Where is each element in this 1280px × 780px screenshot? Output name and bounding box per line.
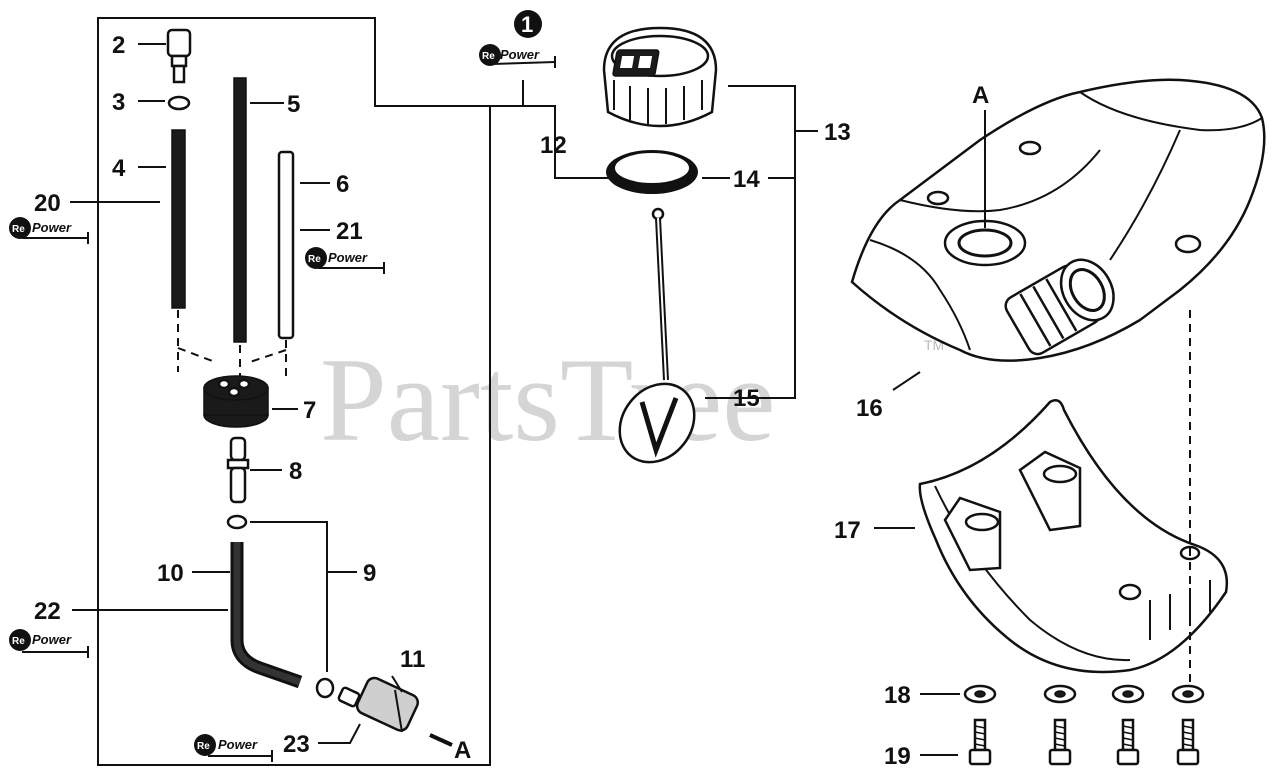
- label-4[interactable]: 4: [112, 155, 126, 182]
- callout-23: [318, 723, 361, 744]
- marker-a-tank: A: [972, 82, 989, 109]
- callout-13-bracket: [705, 85, 796, 399]
- svg-text:Re: Re: [12, 224, 25, 235]
- label-21[interactable]: 21: [336, 218, 363, 245]
- part-18-washers[interactable]: [963, 684, 1205, 704]
- part-8-fitting[interactable]: [226, 436, 250, 504]
- svg-text:Re: Re: [12, 636, 25, 647]
- label-8[interactable]: 8: [289, 458, 302, 485]
- svg-text:Power: Power: [218, 737, 258, 752]
- part-3-o-ring[interactable]: [167, 95, 191, 111]
- repower-logo-3[interactable]: Re Power: [305, 247, 385, 274]
- label-9[interactable]: 9: [363, 560, 376, 587]
- part-13-fuel-cap[interactable]: [602, 26, 718, 128]
- label-13[interactable]: 13: [824, 119, 851, 146]
- part-4-hose[interactable]: [171, 129, 186, 309]
- watermark-text: PartsTree: [320, 333, 776, 466]
- part-7-grommet[interactable]: [203, 375, 269, 428]
- part-15-tether[interactable]: [604, 207, 709, 477]
- label-14[interactable]: 14: [733, 166, 760, 193]
- label-17[interactable]: 17: [834, 517, 861, 544]
- svg-text:Re: Re: [482, 51, 495, 62]
- repower-logo-1[interactable]: Re Power: [479, 44, 556, 68]
- part-9-o-ring-lower[interactable]: [315, 677, 335, 699]
- repower-logo-5[interactable]: Re Power: [194, 734, 273, 762]
- part-17-tank-guard[interactable]: [918, 399, 1229, 674]
- svg-text:Power: Power: [328, 250, 368, 265]
- label-5[interactable]: 5: [287, 91, 300, 118]
- repower-logo-4[interactable]: Re Power: [9, 629, 89, 658]
- label-11[interactable]: 11: [400, 646, 425, 673]
- part-14-gasket[interactable]: [606, 150, 698, 194]
- label-22[interactable]: 22: [34, 598, 61, 625]
- part-5-hose[interactable]: [233, 77, 247, 343]
- label-18[interactable]: 18: [884, 682, 911, 709]
- label-23[interactable]: 23: [283, 731, 310, 758]
- label-3[interactable]: 3: [112, 89, 125, 116]
- label-15[interactable]: 15: [733, 385, 760, 412]
- assembly-dashed-lines: [177, 310, 287, 378]
- part-16-fuel-tank[interactable]: [850, 78, 1266, 362]
- label-16[interactable]: 16: [856, 395, 883, 422]
- label-6[interactable]: 6: [336, 171, 349, 198]
- callout-16: [892, 371, 921, 391]
- svg-text:Re: Re: [197, 741, 210, 752]
- part-11-fuel-filter[interactable]: [337, 675, 421, 733]
- part-19-screws[interactable]: [968, 718, 1200, 766]
- label-7[interactable]: 7: [303, 397, 316, 424]
- label-19[interactable]: 19: [884, 743, 911, 770]
- svg-text:Power: Power: [32, 632, 72, 647]
- svg-text:Power: Power: [500, 47, 540, 62]
- kit-number-badge[interactable]: 1: [514, 10, 542, 38]
- marker-a-filter: A: [454, 737, 471, 764]
- svg-text:Power: Power: [32, 220, 72, 235]
- callout-9-bracket: [250, 521, 328, 672]
- label-12[interactable]: 12: [540, 132, 567, 159]
- label-20[interactable]: 20: [34, 190, 61, 217]
- label-10[interactable]: 10: [157, 560, 184, 587]
- filter-to-a-arrow: [429, 733, 453, 747]
- badge-number: 1: [521, 12, 533, 37]
- callout-11: [391, 675, 403, 693]
- repower-logo-2[interactable]: Re Power: [9, 217, 89, 244]
- part-6-tube[interactable]: [277, 150, 295, 340]
- part-9-o-ring-upper[interactable]: [226, 514, 248, 530]
- label-2[interactable]: 2: [112, 32, 125, 59]
- part-2-plug[interactable]: [166, 28, 192, 84]
- svg-text:Re: Re: [308, 254, 321, 265]
